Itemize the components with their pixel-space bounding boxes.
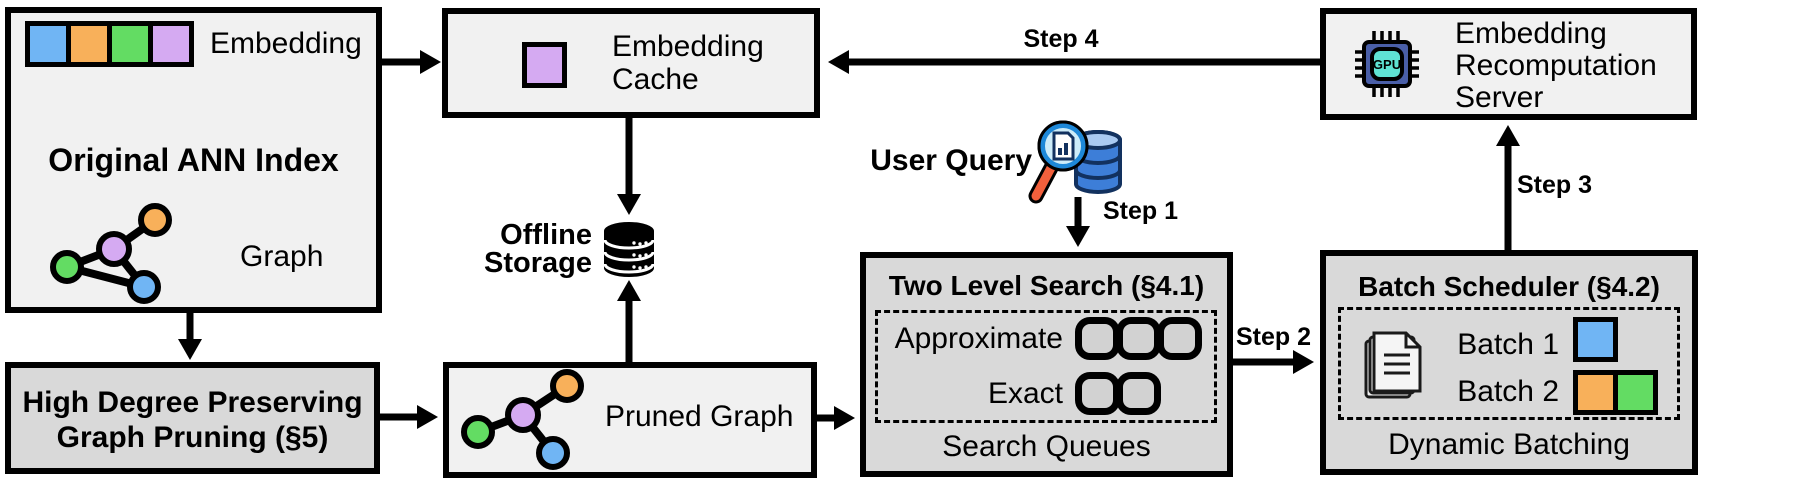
embedding-cache-line1: Embedding bbox=[612, 30, 764, 63]
embedding-label: Embedding bbox=[210, 27, 362, 60]
recomputation-server-box: Embedding Recomputation Server bbox=[1320, 8, 1697, 120]
queue-slot bbox=[1157, 317, 1202, 360]
exact-label: Exact bbox=[987, 377, 1063, 410]
cached-embedding-square bbox=[522, 42, 567, 88]
high-degree-pruning-title: High Degree Preserving Graph Pruning (§5… bbox=[11, 385, 374, 455]
graph-label: Graph bbox=[240, 240, 324, 273]
step4-label: Step 4 bbox=[1023, 25, 1099, 53]
offline-storage-line2: Storage bbox=[484, 247, 592, 279]
step3-label: Step 3 bbox=[1517, 171, 1593, 199]
user-query-icon bbox=[1028, 120, 1122, 204]
original-ann-index-title: Original ANN Index bbox=[48, 142, 339, 178]
arrow-cache-to-storage bbox=[617, 118, 641, 215]
pruned-graph-box: Pruned Graph bbox=[443, 362, 817, 478]
high-degree-line1: High Degree Preserving bbox=[22, 386, 363, 419]
arrow-pruned-to-search bbox=[816, 406, 855, 430]
server-line2: Recomputation bbox=[1455, 49, 1657, 82]
batch2-label: Batch 2 bbox=[1457, 375, 1559, 408]
two-level-search-title: Two Level Search (§4.1) bbox=[888, 270, 1205, 301]
search-queues-caption: Search Queues bbox=[942, 430, 1151, 463]
arrow-step2-search-to-batch bbox=[1232, 350, 1314, 374]
embedding-cell-orange bbox=[71, 26, 107, 62]
exact-queue-slots bbox=[1075, 372, 1161, 415]
high-degree-pruning-box: High Degree Preserving Graph Pruning (§5… bbox=[5, 362, 380, 474]
batch2-square-orange bbox=[1578, 375, 1613, 410]
server-line1: Embedding bbox=[1455, 17, 1607, 50]
original-ann-index-box: Embedding Original ANN Index Graph bbox=[5, 7, 382, 313]
arrow-step4-server-to-cache bbox=[828, 50, 1320, 74]
dynamic-batching-caption: Dynamic Batching bbox=[1388, 428, 1630, 461]
queue-slot bbox=[1116, 317, 1161, 360]
queue-slot bbox=[1075, 317, 1120, 360]
search-queues-dashed-region bbox=[875, 310, 1217, 423]
embedding-vector-icon bbox=[25, 21, 194, 67]
arrow-ann-to-pruning bbox=[178, 311, 202, 360]
high-degree-line2: Graph Pruning (§5) bbox=[56, 421, 329, 454]
offline-storage-line1: Offline bbox=[500, 219, 592, 251]
user-query-label: User Query bbox=[870, 144, 1032, 177]
database-icon bbox=[603, 222, 655, 277]
embedding-cache-box: Embedding Cache bbox=[442, 8, 820, 118]
batch-scheduler-box: Batch Scheduler (§4.2) Batch 1 Batch 2 D… bbox=[1320, 250, 1698, 475]
server-line3: Server bbox=[1455, 81, 1544, 114]
batch1-label: Batch 1 bbox=[1457, 328, 1559, 361]
arrow-step1-query-to-search bbox=[1066, 197, 1090, 247]
pruned-graph-label: Pruned Graph bbox=[605, 400, 794, 433]
batch2-squares bbox=[1573, 370, 1658, 415]
batch-scheduler-title: Batch Scheduler (§4.2) bbox=[1358, 271, 1660, 302]
query-database-stack bbox=[1074, 130, 1122, 194]
two-level-search-box: Two Level Search (§4.1) Approximate Exac… bbox=[860, 252, 1233, 477]
embedding-cell-purple bbox=[153, 26, 189, 62]
step2-label: Step 2 bbox=[1236, 323, 1312, 351]
arrow-pruning-to-pruned-graph bbox=[379, 405, 438, 429]
dynamic-batching-dashed-region bbox=[1338, 307, 1680, 420]
approximate-queue-slots bbox=[1075, 317, 1202, 360]
recomputation-server-title: Embedding Recomputation Server bbox=[1455, 18, 1657, 114]
queue-slot bbox=[1075, 372, 1120, 415]
embedding-cache-line2: Cache bbox=[612, 63, 699, 96]
queue-slot bbox=[1116, 372, 1161, 415]
batch1-square-blue bbox=[1573, 317, 1618, 362]
query-document bbox=[1052, 131, 1075, 161]
batch2-square-green bbox=[1618, 375, 1653, 410]
embedding-cell-blue bbox=[30, 26, 66, 62]
step1-label: Step 1 bbox=[1103, 197, 1179, 225]
embedding-cell-green bbox=[112, 26, 148, 62]
arrow-ann-to-cache bbox=[379, 50, 441, 74]
magnifier bbox=[1028, 120, 1089, 204]
approximate-label: Approximate bbox=[894, 322, 1063, 355]
offline-storage-label: Offline Storage bbox=[430, 219, 592, 279]
embedding-cache-title: Embedding Cache bbox=[612, 30, 764, 96]
arrow-pruned-to-storage bbox=[617, 280, 641, 362]
